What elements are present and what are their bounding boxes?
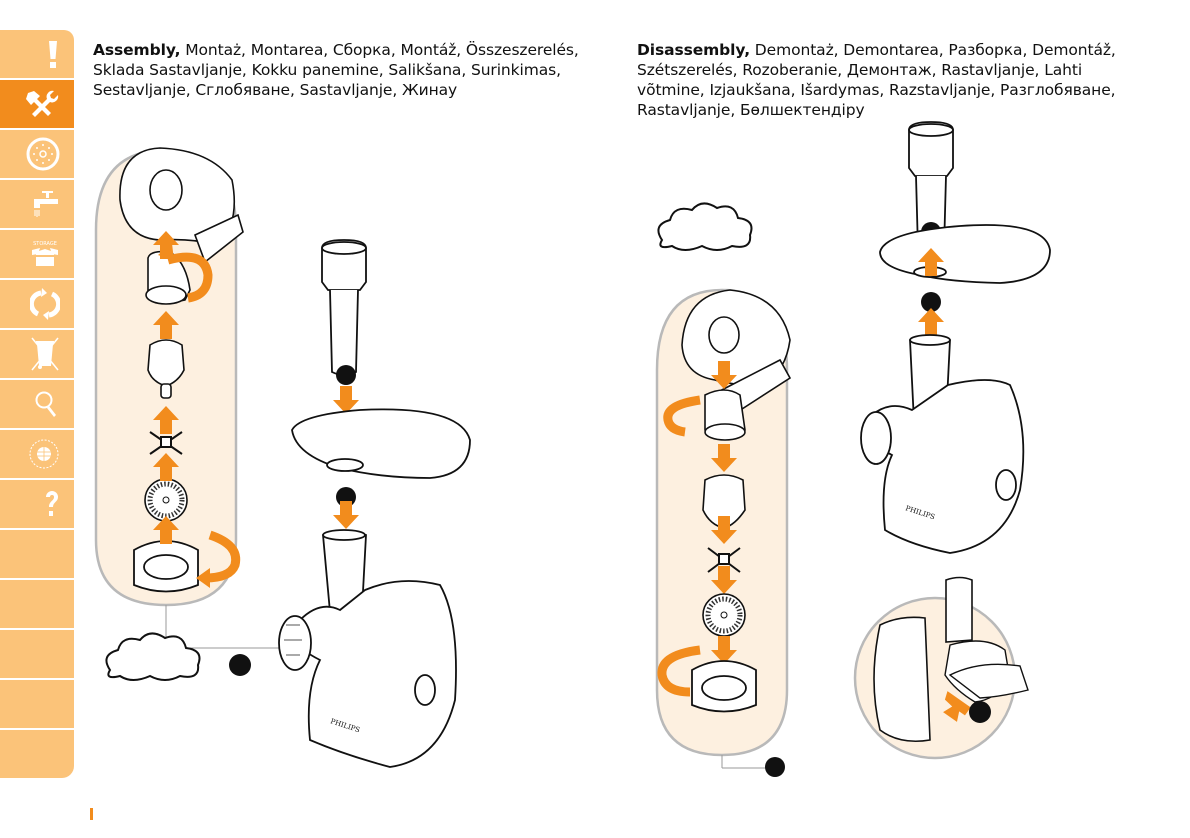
assembly-cutting-plate [144, 478, 188, 522]
crossed-bin-icon [31, 337, 59, 371]
tab-blank-3[interactable] [0, 630, 74, 678]
tab-guarantee[interactable] [0, 430, 74, 478]
disassembly-title: Disassembly, [637, 41, 750, 59]
rotate-arrow-icon [166, 252, 213, 303]
tab-assembly[interactable] [0, 80, 74, 128]
tab-safety[interactable] [0, 30, 74, 78]
cloud-icon [657, 202, 753, 251]
tab-cleaning[interactable] [0, 180, 74, 228]
assembly-pusher [321, 239, 367, 376]
assembly-head-housing [119, 147, 244, 264]
assembly-feed-tube [145, 250, 191, 305]
tab-blank-2[interactable] [0, 580, 74, 628]
step-dot [336, 365, 356, 385]
tab-storage[interactable]: STORAGE [0, 230, 74, 278]
step-dot [765, 757, 785, 777]
disc-icon [26, 137, 60, 171]
guarantee-globe-icon [29, 439, 59, 469]
question-icon [46, 491, 58, 516]
refresh-icon [30, 288, 60, 320]
arrow-press-icon [943, 691, 971, 722]
disassembly-heading: Disassembly, Demontaż, Demontarea, Разбо… [637, 40, 1117, 120]
cloud-icon [105, 632, 201, 681]
rotate-arrow-icon [663, 395, 701, 437]
step-dot [921, 292, 941, 312]
tab-help[interactable] [0, 480, 74, 528]
tools-icon [26, 90, 59, 117]
disassembly-cutting-plate [702, 593, 746, 637]
assembly-tray [291, 408, 471, 479]
disassembly-tray [879, 224, 1051, 284]
tab-environment[interactable] [0, 330, 74, 378]
disassembly-cutter-blade [707, 547, 741, 573]
assembly-ring-nut [133, 540, 199, 593]
disassembly-worm-screw [702, 474, 746, 529]
disassembly-translations: Demontaż, Demontarea, Разборка, Demontáž… [637, 41, 1116, 119]
disassembly-meat-mincer [860, 334, 1025, 554]
assembly-meat-mincer [278, 529, 457, 768]
tab-blank-1[interactable] [0, 530, 74, 578]
arrow-down-icon [333, 501, 359, 529]
arrow-up-icon [918, 308, 944, 336]
assembly-title: Assembly, [93, 41, 181, 59]
faucet-icon [34, 191, 58, 217]
assembly-cutter-blade [149, 431, 183, 455]
page-marker [90, 808, 93, 820]
release-button-detail [853, 576, 1029, 760]
rotate-arrow-icon [657, 645, 701, 697]
svg-text:STORAGE: STORAGE [33, 241, 57, 247]
exclamation-icon [49, 41, 57, 68]
tab-search[interactable] [0, 380, 74, 428]
tab-replacement[interactable] [0, 280, 74, 328]
storage-box-icon: STORAGE [32, 241, 58, 266]
tab-blank-5[interactable] [0, 730, 74, 778]
step-dot [229, 654, 251, 676]
tab-blank-4[interactable] [0, 680, 74, 728]
assembly-heading: Assembly, Montaż, Montarea, Сборка, Mont… [93, 40, 613, 100]
step-dot [969, 701, 991, 723]
disassembly-ring-nut [691, 660, 757, 713]
tab-discs[interactable] [0, 130, 74, 178]
assembly-worm-screw [147, 339, 185, 399]
assembly-translations: Montaż, Montarea, Сборка, Montáž, Összes… [93, 41, 579, 99]
rotate-arrow-icon [204, 530, 241, 583]
magnifier-icon [35, 391, 56, 417]
disassembly-head-housing [681, 289, 792, 441]
